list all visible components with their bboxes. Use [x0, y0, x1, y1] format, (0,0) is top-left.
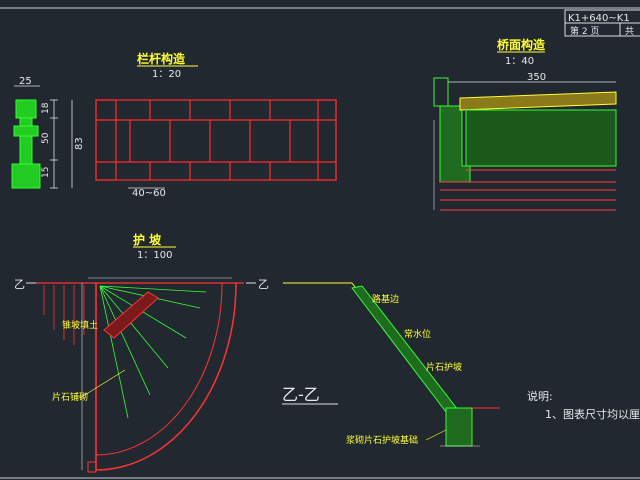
- railing-scale: 1：20: [152, 69, 181, 80]
- railing-dim-a: 18: [41, 102, 51, 114]
- notes-item-1: 1、图表尺寸均以厘: [545, 407, 640, 421]
- sheet-label: 第 2 页: [570, 25, 599, 37]
- slope-title: 护 坡: [133, 232, 162, 247]
- railing-dim-c: 15: [41, 167, 51, 178]
- railing-dim-bottom: 40~60: [132, 188, 166, 199]
- slope-label-b: 片石铺砌: [52, 391, 88, 403]
- section-mark-right: 乙: [258, 278, 269, 291]
- section-label-d: 浆砌片石护坡基础: [346, 434, 418, 446]
- section-label-a: 路基边: [372, 293, 399, 305]
- railing-dim-b: 50: [41, 132, 51, 144]
- section-label-b: 常水位: [404, 328, 431, 340]
- railing-title: 栏杆构造: [137, 51, 186, 66]
- section-label-c: 片石护坡: [426, 361, 462, 373]
- bridge-deck-drawing: 桥面构造 1：40 350: [433, 37, 617, 211]
- railing-drawing: 栏杆构造 1：20 25 18 50 15 83: [11, 51, 337, 199]
- notes: 说明: 1、图表尺寸均以厘: [527, 389, 640, 421]
- railing-elevation: [95, 99, 337, 181]
- section-mark-left: 乙: [14, 278, 25, 291]
- title-code: K1+640~K1: [568, 13, 630, 24]
- railing-post: [11, 99, 41, 189]
- slope-scale: 1：100: [137, 250, 172, 261]
- slope-plan-drawing: 护 坡 1：100 乙 乙: [14, 232, 269, 473]
- notes-heading: 说明:: [527, 389, 553, 403]
- total-label: 共: [625, 26, 634, 37]
- deck-dim-width: 350: [527, 72, 546, 83]
- deck-scale: 1：40: [505, 56, 534, 67]
- section-drawing: 乙-乙 路基边 常水位 片石护坡 浆砌片石护坡基础: [282, 282, 500, 447]
- railing-dim-total: 83: [74, 137, 85, 150]
- slope-label-a: 锥坡填土: [62, 319, 98, 331]
- deck-title: 桥面构造: [497, 37, 546, 52]
- railing-dim-width: 25: [19, 76, 32, 87]
- section-title: 乙-乙: [282, 385, 320, 404]
- title-block: K1+640~K1 第 2 页 共: [564, 9, 640, 37]
